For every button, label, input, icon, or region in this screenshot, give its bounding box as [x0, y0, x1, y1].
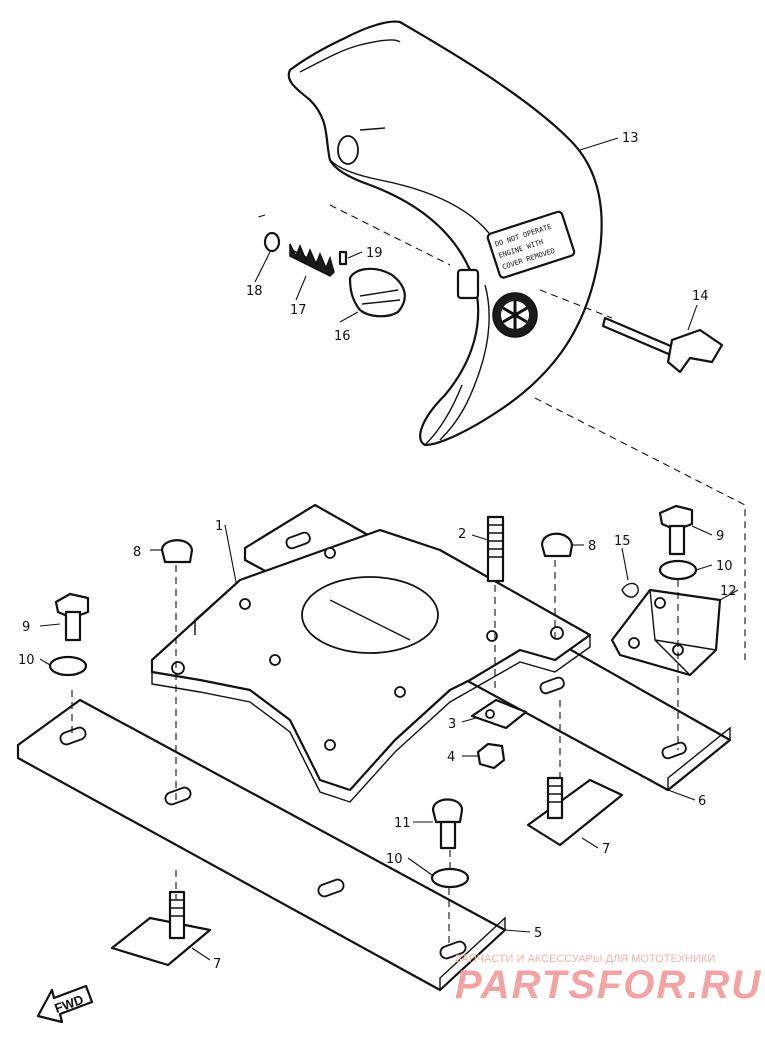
hinge-pin [601, 316, 724, 374]
callout-6: 6 [698, 794, 706, 809]
callout-4: 4 [447, 750, 455, 765]
engine-cover: DO NOT OPERATE ENGINE WITH COVER REMOVED [287, 20, 603, 447]
callout-10-center: 10 [386, 852, 403, 867]
callout-9-right: 9 [716, 529, 724, 544]
assembly-lines [71, 204, 746, 948]
callout-15: 15 [614, 534, 631, 549]
callout-7-left: 7 [213, 957, 221, 972]
stud-2 [486, 515, 505, 583]
bracket-center-opening [301, 576, 439, 654]
callout-3: 3 [448, 717, 456, 732]
washer-18 [263, 231, 281, 253]
callout-5: 5 [534, 926, 542, 941]
callout-7-right: 7 [602, 842, 610, 857]
callout-14: 14 [692, 289, 709, 304]
watermark: ЗАПЧАСТИ И АКСЕССУАРЫ ДЛЯ МОТОТЕХНИКИ PA… [455, 953, 762, 1007]
stud [546, 776, 564, 820]
mounting-bracket-1 [150, 528, 592, 803]
callout-16: 16 [334, 329, 351, 344]
acorn-bolt-11 [431, 798, 464, 850]
acorn-nut-8-right [540, 532, 574, 558]
bolt-9-right [658, 504, 694, 556]
callout-8-right: 8 [588, 539, 596, 554]
bracket-12 [610, 588, 722, 677]
acorn-nut-8-left [160, 539, 194, 564]
knob-assembly [263, 231, 406, 318]
callout-10-left: 10 [18, 653, 35, 668]
bottom-plate-5 [16, 698, 507, 992]
callout-2: 2 [458, 527, 466, 542]
callout-18: 18 [246, 284, 263, 299]
spring-17 [289, 243, 335, 277]
callout-11: 11 [394, 816, 411, 831]
callouts: 13 14 1 2 3 4 5 6 7 7 8 8 9 9 10 10 10 1… [18, 131, 737, 972]
callout-9-left: 9 [22, 620, 30, 635]
callout-8-left: 8 [133, 545, 141, 560]
callout-12: 12 [720, 584, 737, 599]
watermark-brand: PARTSFOR.RU [455, 963, 762, 1007]
plate-nut-7-left [110, 890, 212, 967]
plate-nut-7-right [526, 776, 624, 847]
pin-19 [338, 250, 348, 266]
washer-10-left [48, 655, 88, 677]
leader-lines [39, 137, 739, 961]
washer-10-right [658, 559, 698, 581]
nut-4 [476, 742, 506, 770]
callout-19: 19 [366, 246, 383, 261]
callout-13: 13 [622, 131, 639, 146]
callout-10-right: 10 [716, 559, 733, 574]
bolt-9-left [54, 592, 90, 642]
callout-17: 17 [290, 303, 307, 318]
forward-direction-arrow: FWD [36, 984, 94, 1024]
callout-1: 1 [215, 519, 223, 534]
lock-plate-3 [470, 698, 528, 730]
cover-latch-tab [456, 268, 480, 300]
clip-15 [621, 582, 639, 598]
warning-decal: DO NOT OPERATE ENGINE WITH COVER REMOVED [486, 210, 576, 279]
washer-10-center [430, 867, 470, 889]
watermark-tagline: ЗАПЧАСТИ И АКСЕССУАРЫ ДЛЯ МОТОТЕХНИКИ [455, 953, 715, 965]
fwd-label: FWD [53, 992, 86, 1016]
cover-hinge-hole [337, 135, 359, 165]
tuning-fork-emblem-icon [492, 292, 538, 338]
